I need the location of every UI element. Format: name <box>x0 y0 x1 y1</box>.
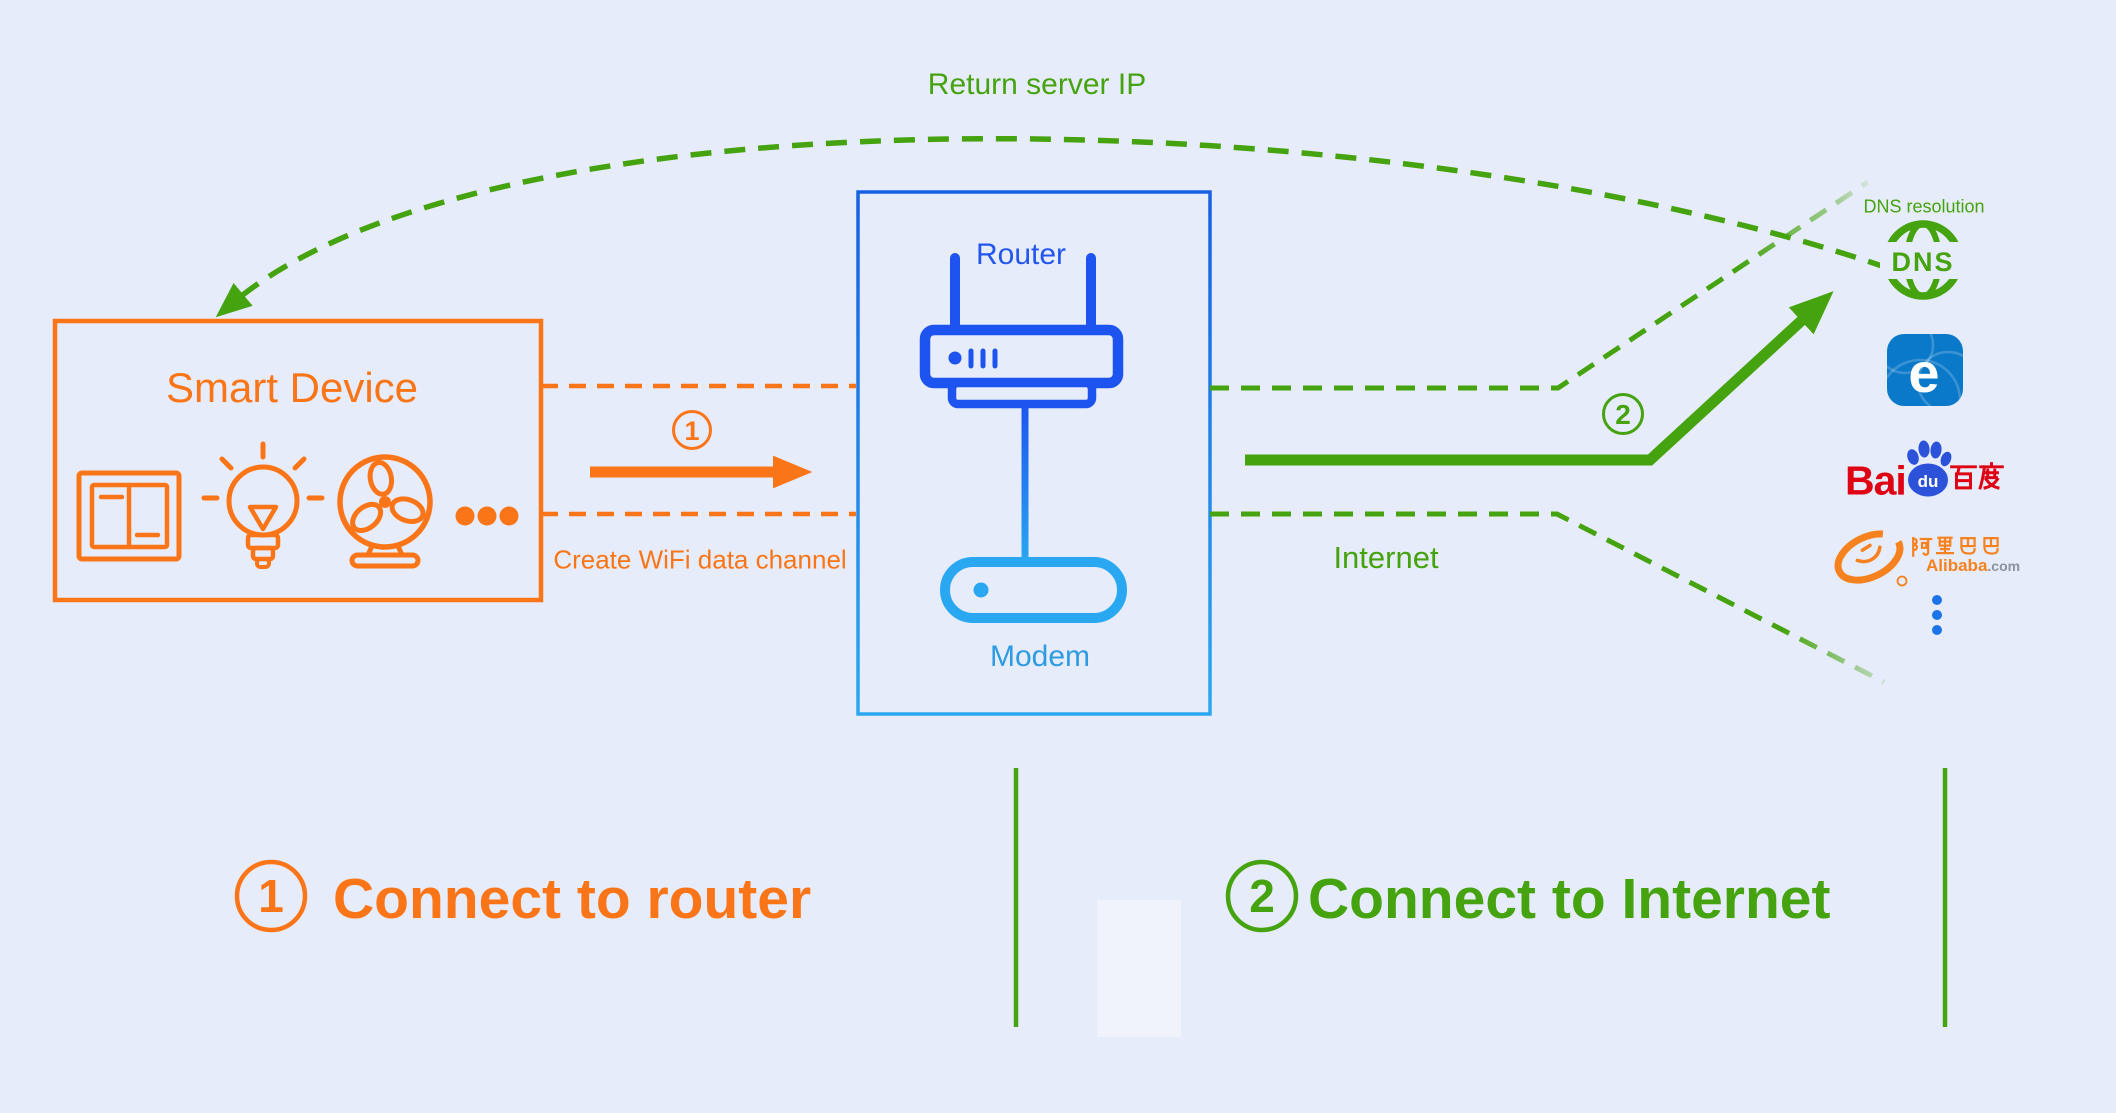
alibaba-cjk-text <box>1911 536 1999 557</box>
internet-label: Internet <box>1333 540 1439 575</box>
footer-step1-circle-badge <box>234 859 308 933</box>
baidu-du-text: du <box>1918 472 1939 491</box>
modem-label: Modem <box>989 640 1091 673</box>
device-icons <box>76 441 519 569</box>
router-icon <box>919 253 1124 562</box>
router-label: Router <box>975 238 1067 271</box>
alibaba-domain-tld: .com <box>1987 558 2021 574</box>
light-bulb-icon <box>201 441 325 569</box>
step2-circle-badge <box>1602 393 1644 435</box>
smart-device-box <box>52 318 544 603</box>
alibaba-logo <box>1834 530 1999 587</box>
smart-device-title: Smart Device <box>165 364 419 411</box>
dns-globe-text: DNS <box>1891 247 1954 277</box>
baidu-cjk-text <box>1950 462 2004 490</box>
alibaba-domain-label: Alibaba.com <box>1926 556 2020 576</box>
footer-step2-label: Connect to Internet <box>1308 867 1831 931</box>
footer-step1-label: Connect to router <box>333 867 812 931</box>
step1-circle-badge <box>672 410 712 450</box>
wifi-channel-label: Create WiFi data channel <box>553 544 847 575</box>
footer-step2-number: 2 <box>1249 870 1275 922</box>
baidu-paw-icon <box>1907 440 1952 497</box>
baidu-latin-label: Bai <box>1845 457 1907 504</box>
return-server-ip-arc <box>215 136 1889 318</box>
ewelink-letter: e <box>1908 341 1939 404</box>
footer-step1-number: 1 <box>258 870 284 922</box>
return-server-ip-label: Return server IP <box>927 68 1147 101</box>
alibaba-domain-name: Alibaba <box>1926 556 1988 575</box>
fan-icon <box>337 454 433 569</box>
internet-dashed-line-bottom <box>1210 511 1886 685</box>
more-devices-ellipsis-icon <box>455 506 519 526</box>
modem-icon <box>940 557 1127 623</box>
step2-arrow <box>1245 291 1834 466</box>
ewelink-app-icon: e <box>1887 334 1963 406</box>
baidu-logo: du <box>1907 440 2004 497</box>
wall-switch-icon <box>76 470 182 562</box>
step2-number: 2 <box>1615 399 1631 430</box>
more-services-ellipsis-icon <box>1932 595 1942 635</box>
dns-resolution-label: DNS resolution <box>1863 196 1985 217</box>
alibaba-smiley-icon <box>1834 530 1908 587</box>
internet-dashed-line-top <box>1210 179 1870 391</box>
footer-step2-circle-badge <box>1225 859 1299 933</box>
dns-globe-icon: DNS <box>1880 220 1968 300</box>
faint-artifact-rect <box>1097 900 1181 1037</box>
router-modem-box <box>856 190 1212 716</box>
step1-number: 1 <box>684 416 699 446</box>
